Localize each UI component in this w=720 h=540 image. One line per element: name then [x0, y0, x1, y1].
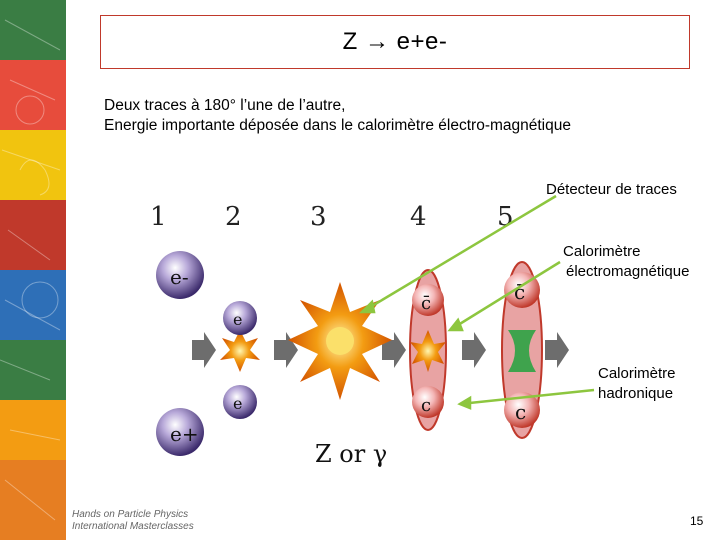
step-number-1: 1: [150, 202, 167, 232]
masterclass-logo: Hands on Particle Physics International …: [72, 509, 194, 533]
logo-line-1: Hands on Particle Physics: [72, 509, 194, 521]
quark-pair-step-5: c̄ c: [502, 262, 542, 438]
svg-text:e: e: [233, 394, 242, 413]
z-boson-label: Z or γ: [315, 440, 387, 468]
z-boson-burst: [288, 282, 392, 400]
pointer-lines: [362, 196, 594, 408]
page-number: 15: [690, 514, 703, 528]
svg-text:c: c: [421, 395, 431, 416]
positron-sphere: e+: [156, 408, 204, 456]
hcal-label-line-1: Calorimètre: [598, 364, 676, 384]
svg-text:e: e: [233, 310, 242, 329]
tracker-label: Détecteur de traces: [546, 180, 677, 200]
collision-step-2: e e: [220, 301, 260, 419]
logo-line-2: International Masterclasses: [72, 521, 194, 533]
hcal-label-line-2: hadronique: [598, 384, 673, 404]
step-number-2: 2: [225, 202, 242, 232]
ecal-label-line-1: Calorimètre: [563, 242, 641, 262]
svg-text:c̄: c̄: [421, 293, 431, 314]
quark-pair-step-4: c̄ c: [410, 270, 446, 430]
positron-label: e+: [170, 422, 199, 446]
step-number-4: 4: [410, 202, 427, 232]
step-number-3: 3: [310, 202, 327, 232]
electron-label: e-: [170, 265, 189, 289]
electron-sphere: e-: [156, 251, 204, 299]
quark-label: c: [515, 400, 526, 424]
ecal-label-line-2: électromagnétique: [566, 262, 689, 282]
